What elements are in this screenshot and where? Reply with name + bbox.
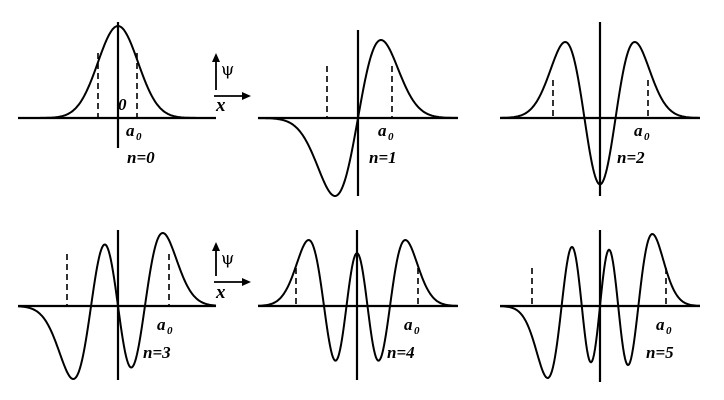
a0-label: a [378,121,387,140]
panel-n2: a 0 n=2 [500,22,700,196]
x-label: x [215,95,226,116]
quantum-number-label: n=1 [369,148,397,167]
psi-arrowhead [212,53,220,62]
panel-n3: a 0 n=3 [17,230,217,380]
psi-arrowhead [212,242,220,251]
panel-n4: a 0 n=4 [258,230,458,380]
wavefunction-curve [257,39,459,197]
wavefunction-curve [17,232,217,380]
quantum-number-label: n=3 [143,343,171,362]
a0-subscript: 0 [666,325,672,337]
x-label: x [215,282,226,303]
a0-label: a [634,121,643,140]
a0-subscript: 0 [167,325,173,337]
a0-label: a [656,315,665,334]
a0-label: a [126,121,135,140]
quantum-number-label: n=5 [646,343,674,362]
a0-subscript: 0 [388,131,394,143]
origin-label: 0 [118,95,127,114]
axis-key-bottom: ψ x [212,242,251,303]
x-arrowhead [242,92,251,100]
psi-label: ψ [221,60,234,80]
a0-subscript: 0 [414,325,420,337]
a0-label: a [157,315,166,334]
quantum-number-label: n=2 [617,148,645,167]
x-arrowhead [242,278,251,286]
quantum-number-label: n=4 [387,343,415,362]
panel-n5: a 0 n=5 [500,230,700,382]
panel-n1: a 0 n=1 [257,30,459,197]
wavefunction-curve [258,239,458,362]
axis-key-top: ψ x [212,53,251,116]
psi-label: ψ [221,249,234,269]
a0-subscript: 0 [644,131,650,143]
panel-n0: 0 a 0 n=0 [18,22,216,167]
a0-subscript: 0 [136,131,142,143]
a0-label: a [404,315,413,334]
wavefunction-curve [18,25,216,119]
quantum-number-label: n=0 [127,148,155,167]
wavefunction-curve [500,41,700,186]
